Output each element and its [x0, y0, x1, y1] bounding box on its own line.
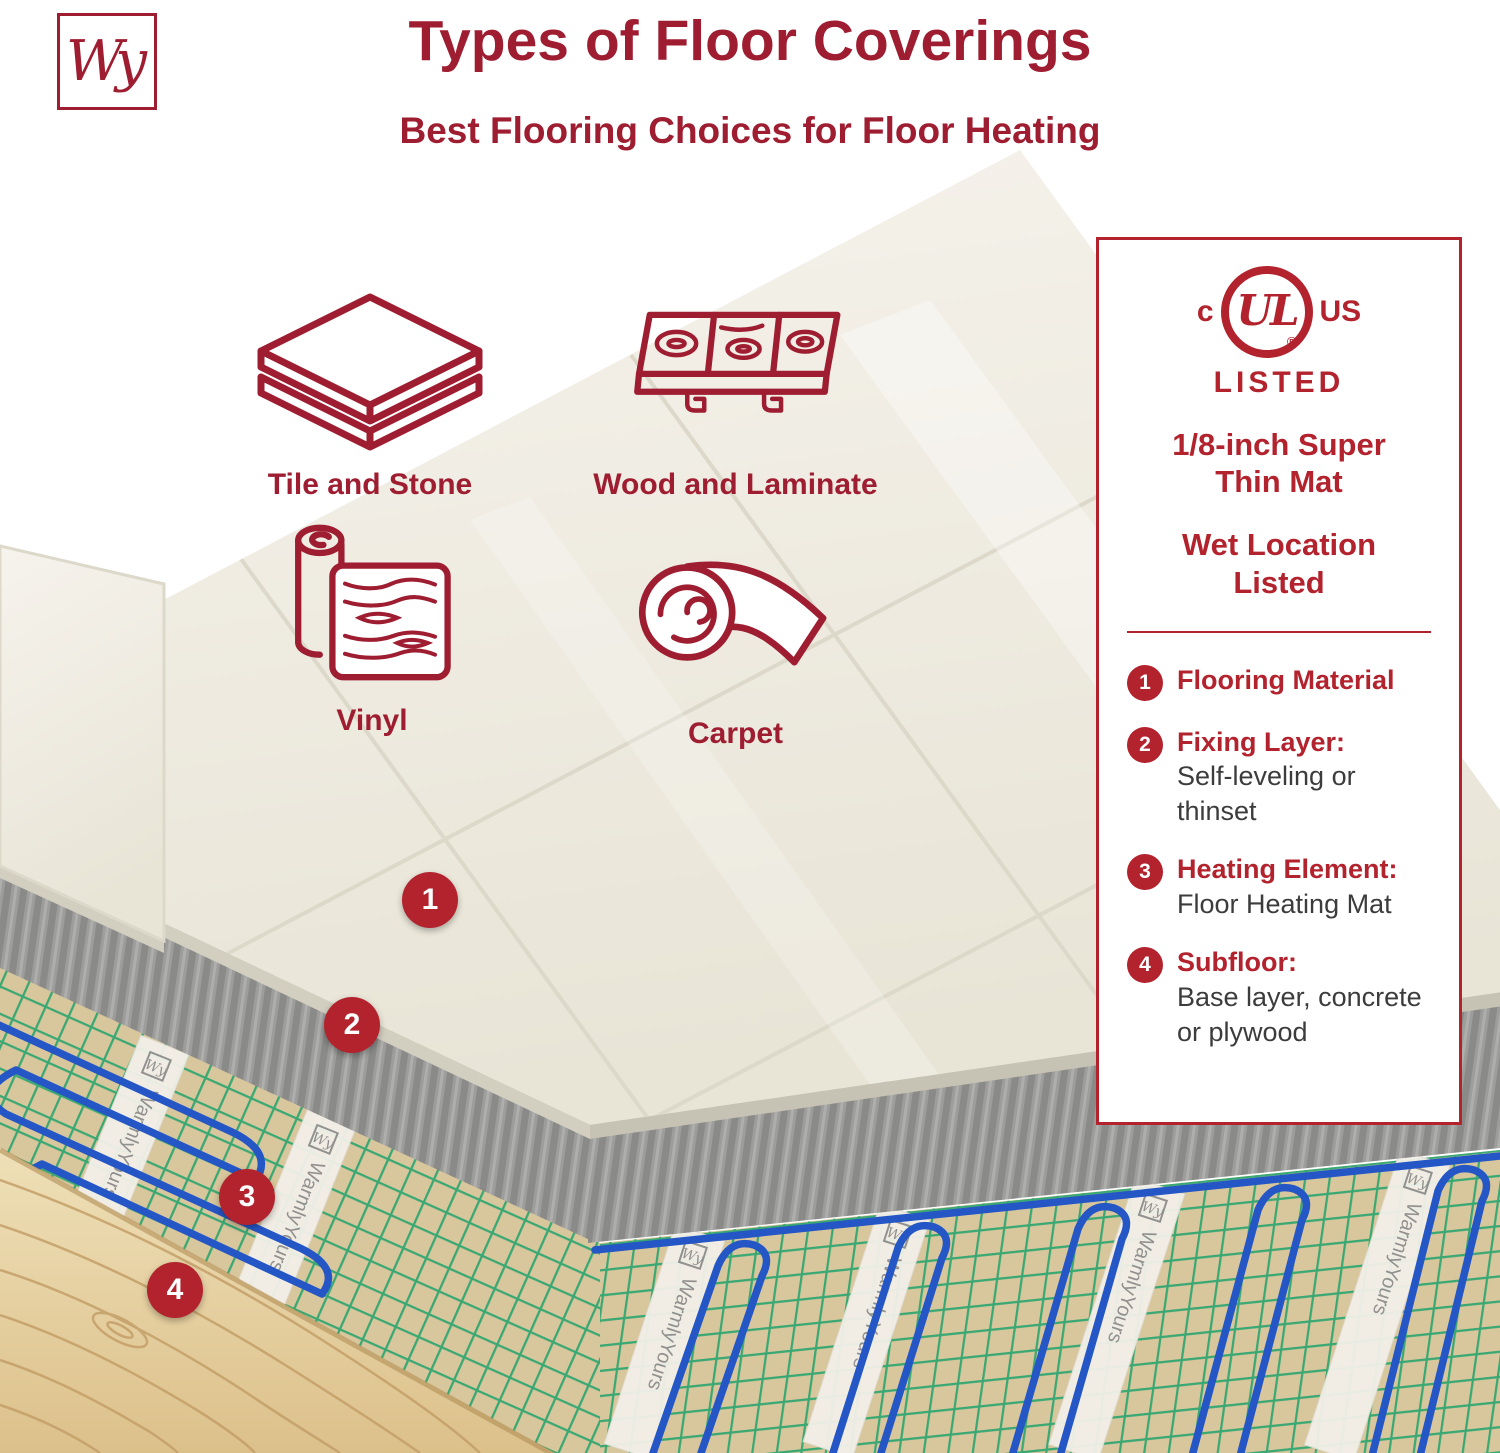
layer-list: 1 Flooring Material 2 Fixing Layer: Self…: [1127, 639, 1431, 1049]
diagram-marker-flooring: 1: [402, 872, 458, 928]
ul-listed-label: LISTED: [1213, 366, 1345, 399]
page-title: Types of Floor Coverings: [408, 9, 1092, 73]
ul-certification-mark: c UL ® US LISTED: [1197, 266, 1361, 400]
mat-strip: Wy WarmlyYours: [1303, 1149, 1451, 1453]
layer-number-badge: 2: [1127, 726, 1163, 763]
ul-circle-mark: UL ®: [1220, 266, 1313, 358]
logo-monogram: Wy: [66, 29, 147, 94]
warmlyyours-logo: Wy: [57, 13, 157, 110]
strip-logo: Wy: [1139, 1199, 1166, 1221]
flooring-type-carpet: Carpet: [568, 518, 903, 751]
layer-item-subfloor: 4 Subfloor: Base layer, concrete or plyw…: [1127, 945, 1431, 1049]
carpet-icon: [568, 518, 903, 703]
layer-title: Fixing Layer:: [1177, 726, 1346, 757]
layer-desc: Floor Heating Mat: [1177, 888, 1392, 919]
layer-number-badge: 4: [1127, 947, 1163, 984]
diagram-marker-fixing-layer: 2: [324, 997, 380, 1053]
flooring-type-wood-and-laminate: Wood and Laminate: [568, 292, 903, 502]
flooring-label: Carpet: [687, 717, 784, 750]
ul-letters: UL: [1236, 285, 1299, 335]
layer-desc: Self-leveling or thinset: [1177, 761, 1356, 826]
strip-logo: Wy: [679, 1246, 706, 1268]
flooring-label: Vinyl: [336, 704, 408, 737]
tile-and-stone-icon: [210, 292, 530, 454]
page-subtitle: Best Flooring Choices for Floor Heating: [399, 110, 1101, 151]
diagram-marker-subfloor: 4: [147, 1262, 203, 1318]
layer-title: Heating Element:: [1177, 854, 1398, 885]
layer-item-fixing-layer: 2 Fixing Layer: Self-leveling or thinset: [1127, 725, 1431, 829]
feature-thin-mat: 1/8-inch Super Thin Mat: [1172, 427, 1386, 500]
flooring-label: Tile and Stone: [267, 468, 473, 501]
flooring-type-vinyl: Vinyl: [212, 505, 532, 738]
tile-piece: [0, 544, 166, 953]
vinyl-icon: [212, 505, 532, 690]
ul-registered-symbol: ®: [1286, 334, 1297, 349]
diagram-marker-heating-element: 3: [219, 1169, 275, 1225]
flooring-label: Wood and Laminate: [593, 468, 878, 501]
strip-logo: Wy: [1404, 1171, 1431, 1193]
heating-cable: [0, 1021, 1500, 1453]
layer-number-badge: 1: [1127, 664, 1163, 701]
layer-desc: Base layer, concrete or plywood: [1177, 982, 1422, 1047]
layer-item-heating-element: 3 Heating Element: Floor Heating Mat: [1127, 852, 1431, 921]
layer-title: Flooring Material: [1177, 664, 1395, 695]
feature-wet-location: Wet Location Listed: [1181, 527, 1377, 600]
ul-c-label: c: [1196, 295, 1214, 328]
info-panel: c UL ® US LISTED 1/8-inch Super Thin Mat…: [1096, 237, 1462, 1125]
layer-number-badge: 3: [1127, 854, 1163, 891]
subfloor-layer: [0, 1147, 556, 1453]
wood-and-laminate-icon: [568, 292, 903, 454]
flooring-type-tile-and-stone: Tile and Stone: [210, 292, 530, 502]
mat-strip: Wy WarmlyYours: [224, 1107, 357, 1333]
layer-title: Subfloor:: [1177, 947, 1297, 978]
panel-divider: [1127, 630, 1431, 633]
layer-item-flooring-material: 1 Flooring Material: [1127, 663, 1431, 701]
ul-us-label: US: [1319, 295, 1362, 328]
